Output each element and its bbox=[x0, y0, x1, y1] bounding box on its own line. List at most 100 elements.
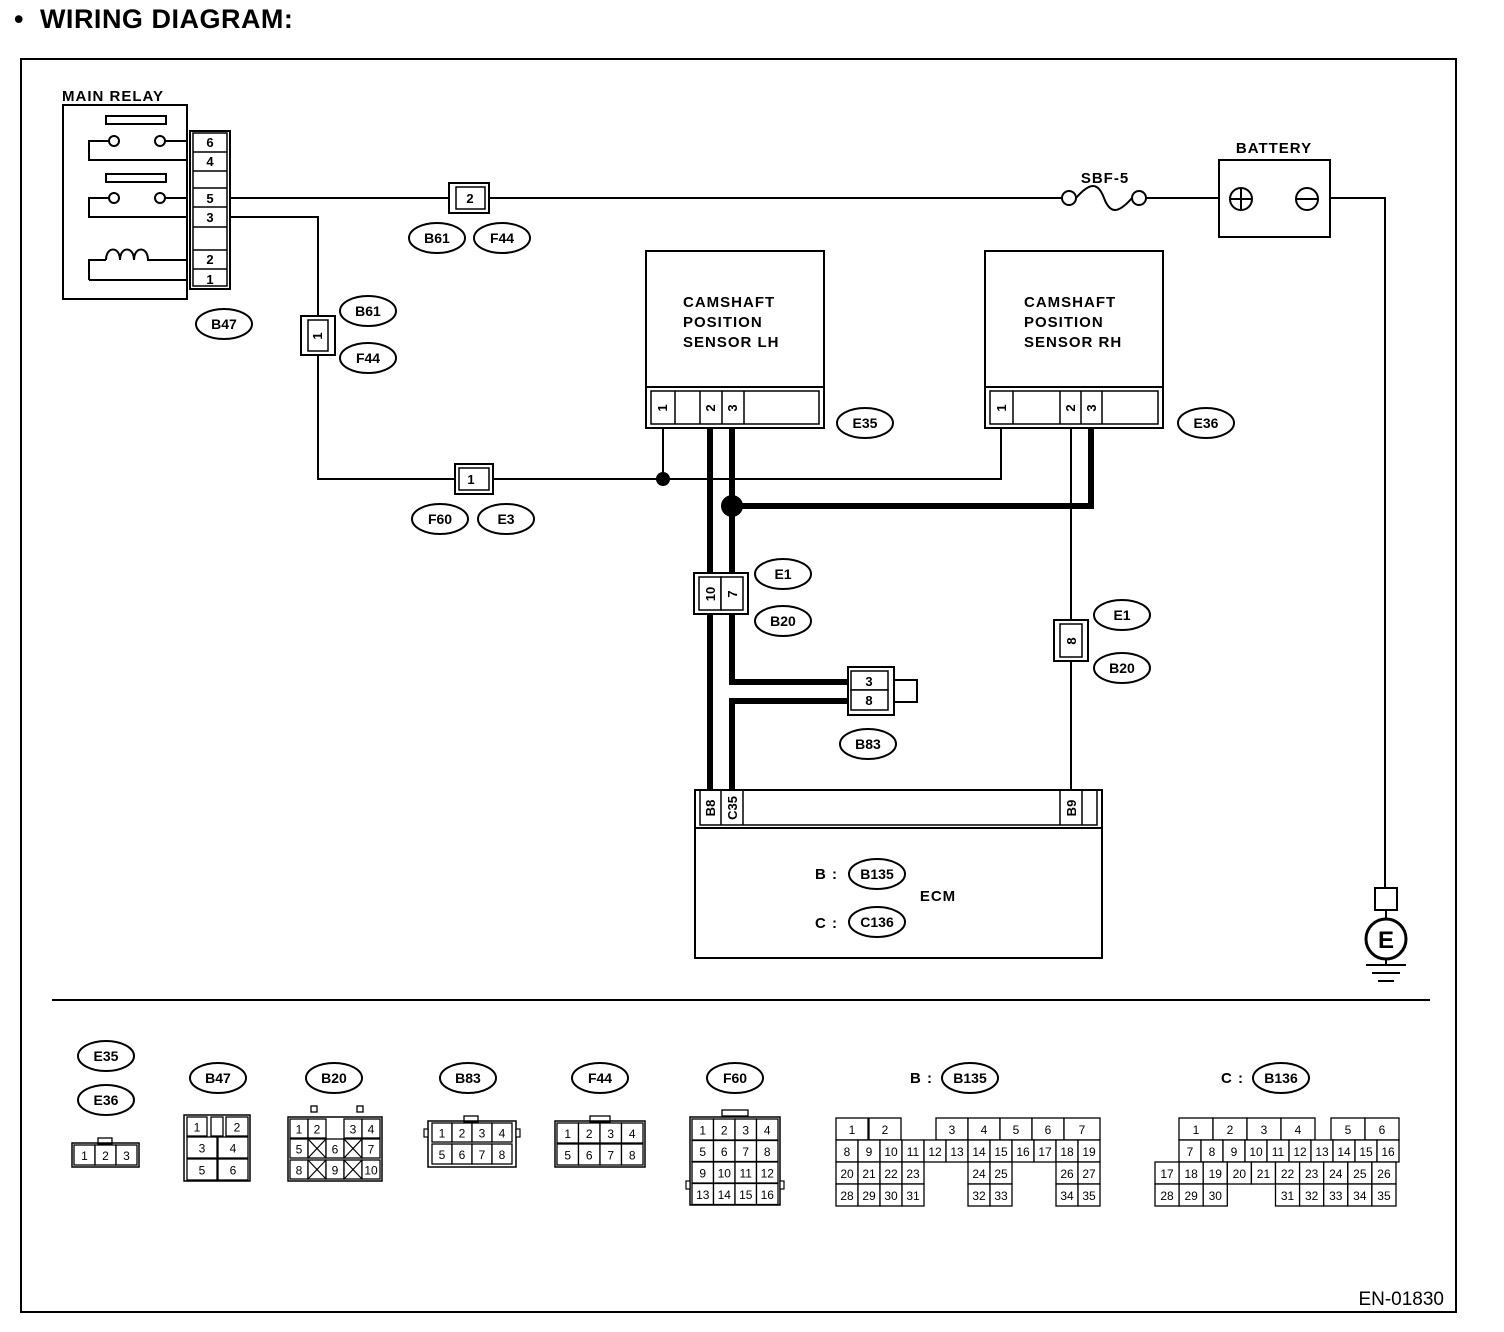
connector-pin-label: 23 bbox=[906, 1167, 920, 1181]
svg-text:C :: C : bbox=[815, 915, 838, 932]
connector-latch bbox=[310, 1105, 318, 1113]
svg-text:8: 8 bbox=[865, 693, 872, 708]
connector-cell bbox=[307, 1118, 327, 1139]
connector-pin-label: 3 bbox=[607, 1127, 614, 1141]
svg-text:B47: B47 bbox=[205, 1070, 231, 1086]
connector-pin-label: 1 bbox=[849, 1123, 856, 1137]
connector-pin-label: 5 bbox=[439, 1148, 446, 1162]
svg-text:2: 2 bbox=[466, 191, 473, 206]
connector-pin-label: 23 bbox=[1305, 1167, 1319, 1181]
connector-cell bbox=[1202, 1183, 1228, 1207]
connector-pin-label: 6 bbox=[721, 1145, 728, 1159]
heading-title: WIRING DIAGRAM: bbox=[39, 4, 294, 34]
connector-pin-label: 15 bbox=[994, 1145, 1008, 1159]
connector-latch bbox=[423, 1128, 429, 1138]
connector-pin-label: 7 bbox=[1079, 1123, 1086, 1137]
connector-pin-label: 4 bbox=[368, 1123, 375, 1137]
battery-label: BATTERY bbox=[1236, 140, 1312, 157]
connector-outline bbox=[183, 1114, 251, 1182]
svg-text:2: 2 bbox=[703, 404, 718, 411]
connector-cell-blank bbox=[343, 1138, 363, 1159]
connector-pin-label: 8 bbox=[764, 1145, 771, 1159]
connector-oval-e35: E35 bbox=[853, 415, 878, 431]
connector-pin-label: 4 bbox=[629, 1127, 636, 1141]
connector-pin-label: 29 bbox=[1184, 1189, 1198, 1203]
connector-pin-label: 13 bbox=[696, 1188, 710, 1202]
connector-pin-label: 15 bbox=[1359, 1145, 1373, 1159]
connector-cell bbox=[217, 1136, 249, 1159]
connector-pin-label: 6 bbox=[459, 1148, 466, 1162]
connector-pin-label: 21 bbox=[862, 1167, 876, 1181]
connector-oval-b61: B61 bbox=[424, 230, 450, 246]
connector-pin-label: 5 bbox=[564, 1149, 571, 1163]
figure-id: EN-01830 bbox=[1358, 1289, 1444, 1310]
connector-pin-label: 32 bbox=[972, 1189, 986, 1203]
connector-pin-label: 10 bbox=[884, 1145, 898, 1159]
svg-text:B20: B20 bbox=[321, 1070, 347, 1086]
connector-pin-label: 30 bbox=[1209, 1189, 1223, 1203]
connector-pin-label: 5 bbox=[1013, 1123, 1020, 1137]
connector-pin-label: 11 bbox=[740, 1167, 753, 1181]
connector-oval-e36: E36 bbox=[1194, 415, 1219, 431]
connector-latch bbox=[356, 1105, 364, 1113]
joint-connector-10-7: 10 7 E1 B20 bbox=[693, 558, 812, 637]
connector-pin-label: 4 bbox=[1295, 1123, 1302, 1137]
svg-text:F44: F44 bbox=[588, 1070, 612, 1086]
connector-outline bbox=[287, 1116, 383, 1182]
diagram-frame bbox=[20, 58, 1457, 1313]
connector-pin-label: 4 bbox=[499, 1127, 506, 1141]
svg-text:B :: B : bbox=[815, 866, 838, 883]
connector-oval-e3: E3 bbox=[497, 511, 514, 527]
connector-latch bbox=[463, 1115, 479, 1123]
connector-pin-label: 9 bbox=[1231, 1145, 1238, 1159]
svg-text:C :: C : bbox=[1221, 1070, 1244, 1087]
svg-text:C35: C35 bbox=[725, 796, 740, 820]
connector-cell bbox=[217, 1158, 249, 1181]
svg-text:B8: B8 bbox=[703, 800, 718, 817]
connector-pin-label: 29 bbox=[862, 1189, 876, 1203]
connector-pin-label: 32 bbox=[1305, 1189, 1319, 1203]
connector-latch bbox=[515, 1128, 521, 1138]
joint-connector-8: 8 E1 B20 bbox=[1053, 599, 1151, 684]
camshaft-sensor-rh: CAMSHAFT POSITION SENSOR RH 1 2 3 E36 bbox=[984, 250, 1235, 439]
connector-pin-label: 14 bbox=[1337, 1145, 1351, 1159]
connector-pin-label: 1 bbox=[194, 1121, 201, 1135]
connector-pin-label: 35 bbox=[1377, 1189, 1391, 1203]
svg-text:SENSOR LH: SENSOR LH bbox=[683, 334, 780, 351]
connector-outline bbox=[554, 1120, 646, 1168]
connector-key bbox=[210, 1116, 224, 1137]
connector-pin-label: 15 bbox=[739, 1188, 753, 1202]
connector-pin-label: 27 bbox=[1082, 1167, 1096, 1181]
connector-cell bbox=[186, 1136, 218, 1159]
connector-pin-label: 14 bbox=[718, 1188, 732, 1202]
main-relay: MAIN RELAY 6 4 5 3 2 1 B47 bbox=[62, 88, 253, 340]
connector-pin-label: 3 bbox=[479, 1127, 486, 1141]
connector-cell bbox=[186, 1158, 218, 1181]
connector-pin-label: 12 bbox=[761, 1167, 775, 1181]
connector-pin-label: 5 bbox=[199, 1164, 206, 1178]
connector-oval-f60: F60 bbox=[428, 511, 452, 527]
connector-outline bbox=[71, 1142, 140, 1168]
splice-point bbox=[656, 472, 670, 486]
svg-text:1: 1 bbox=[994, 404, 1009, 411]
connector-pin-label: 6 bbox=[1379, 1123, 1386, 1137]
connector-pin-label: 2 bbox=[586, 1127, 593, 1141]
connector-pin-label: 8 bbox=[296, 1164, 303, 1178]
connector-pin-label: 1 bbox=[1193, 1123, 1200, 1137]
connector-pin-label: 33 bbox=[1329, 1189, 1343, 1203]
connector-pin-label: 3 bbox=[742, 1124, 749, 1138]
svg-text:3: 3 bbox=[725, 404, 740, 411]
connector-pin-label: 3 bbox=[949, 1123, 956, 1137]
connector-pin-label: 13 bbox=[950, 1145, 964, 1159]
connector-pin-label: 24 bbox=[972, 1167, 986, 1181]
connector-cell bbox=[491, 1143, 513, 1165]
svg-text:POSITION: POSITION bbox=[1024, 314, 1104, 331]
joint-connector-1-vertical: 1 B61 F44 bbox=[300, 295, 397, 374]
relay-pin: 1 bbox=[206, 272, 213, 287]
connector-oval-b136: C136 bbox=[860, 914, 894, 930]
connector-pin-label: 16 bbox=[1381, 1145, 1395, 1159]
svg-text:CAMSHAFT: CAMSHAFT bbox=[683, 294, 775, 311]
connector-pin-label: 7 bbox=[479, 1148, 486, 1162]
